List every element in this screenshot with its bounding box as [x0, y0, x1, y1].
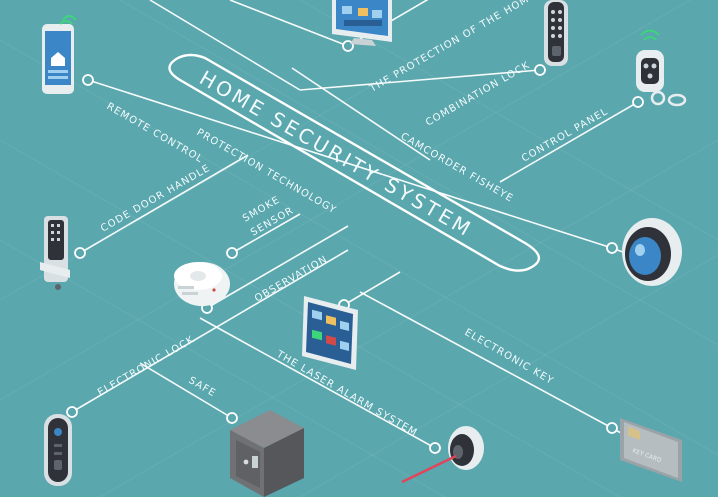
laser-sensor-icon: [401, 426, 484, 484]
label-combination-lock: COMBINATION LOCK: [424, 60, 532, 129]
node-smoke-sensor: [226, 247, 238, 259]
node-electronic-lock: [66, 406, 78, 418]
line-upper-left: [149, 0, 301, 91]
camera-dome-icon: [622, 218, 682, 286]
line-laser-alarm: [199, 317, 436, 449]
line-safe: [139, 362, 233, 419]
node-safe: [226, 412, 238, 424]
connection-nodes: [66, 40, 644, 454]
node-electronic-key: [606, 422, 618, 434]
key-fob-icon: [636, 29, 687, 107]
label-protection-home: THE PROTECTION OF THE HOME: [367, 0, 538, 95]
label-observation: OBSERVATION: [253, 254, 330, 305]
line-observation: [206, 225, 349, 309]
monitor-icon: [332, 0, 392, 46]
line-tablet: [343, 271, 401, 306]
keypad-lock-icon: [544, 0, 568, 66]
label-code-door-handle: CODE DOOR HANDLE: [99, 163, 212, 235]
line-monitor-up: [229, 0, 349, 47]
label-control-panel: CONTROL PANEL: [520, 106, 610, 164]
line-electronic-lock: [71, 249, 349, 413]
connector-lines: [71, 0, 651, 449]
node-code-door-handle: [74, 247, 86, 259]
label-remote-control: REMOTE CONTROL: [105, 101, 205, 165]
title-pill: [168, 53, 540, 272]
node-combination-lock: [534, 64, 546, 76]
electronic-lock-icon: [44, 414, 72, 486]
tablet-icon: [302, 296, 358, 370]
label-safe: SAFE: [187, 375, 218, 399]
node-laser-alarm: [429, 442, 441, 454]
line-code-door-handle: [79, 154, 249, 254]
line-electronic-key: [359, 291, 613, 429]
node-remote-control: [82, 74, 94, 86]
line-pill-inner: [291, 67, 431, 161]
line-control-panel: [499, 101, 639, 183]
labels: THE PROTECTION OF THE HOME COMBINATION L…: [96, 0, 610, 439]
key-card-icon: KEY CARD: [620, 418, 682, 482]
line-combination-lock: [299, 69, 541, 91]
line-smoke-sensor: [231, 213, 301, 254]
label-electronic-lock: ELECTRONIC LOCK: [96, 334, 197, 398]
node-camcorder: [606, 242, 618, 254]
node-control-panel: [632, 96, 644, 108]
smoke-detector-icon: [174, 262, 230, 306]
line-remote-control: [87, 79, 613, 249]
smartphone-icon: [42, 15, 77, 94]
door-handle-icon: [40, 216, 70, 290]
safe-icon: [230, 410, 304, 497]
